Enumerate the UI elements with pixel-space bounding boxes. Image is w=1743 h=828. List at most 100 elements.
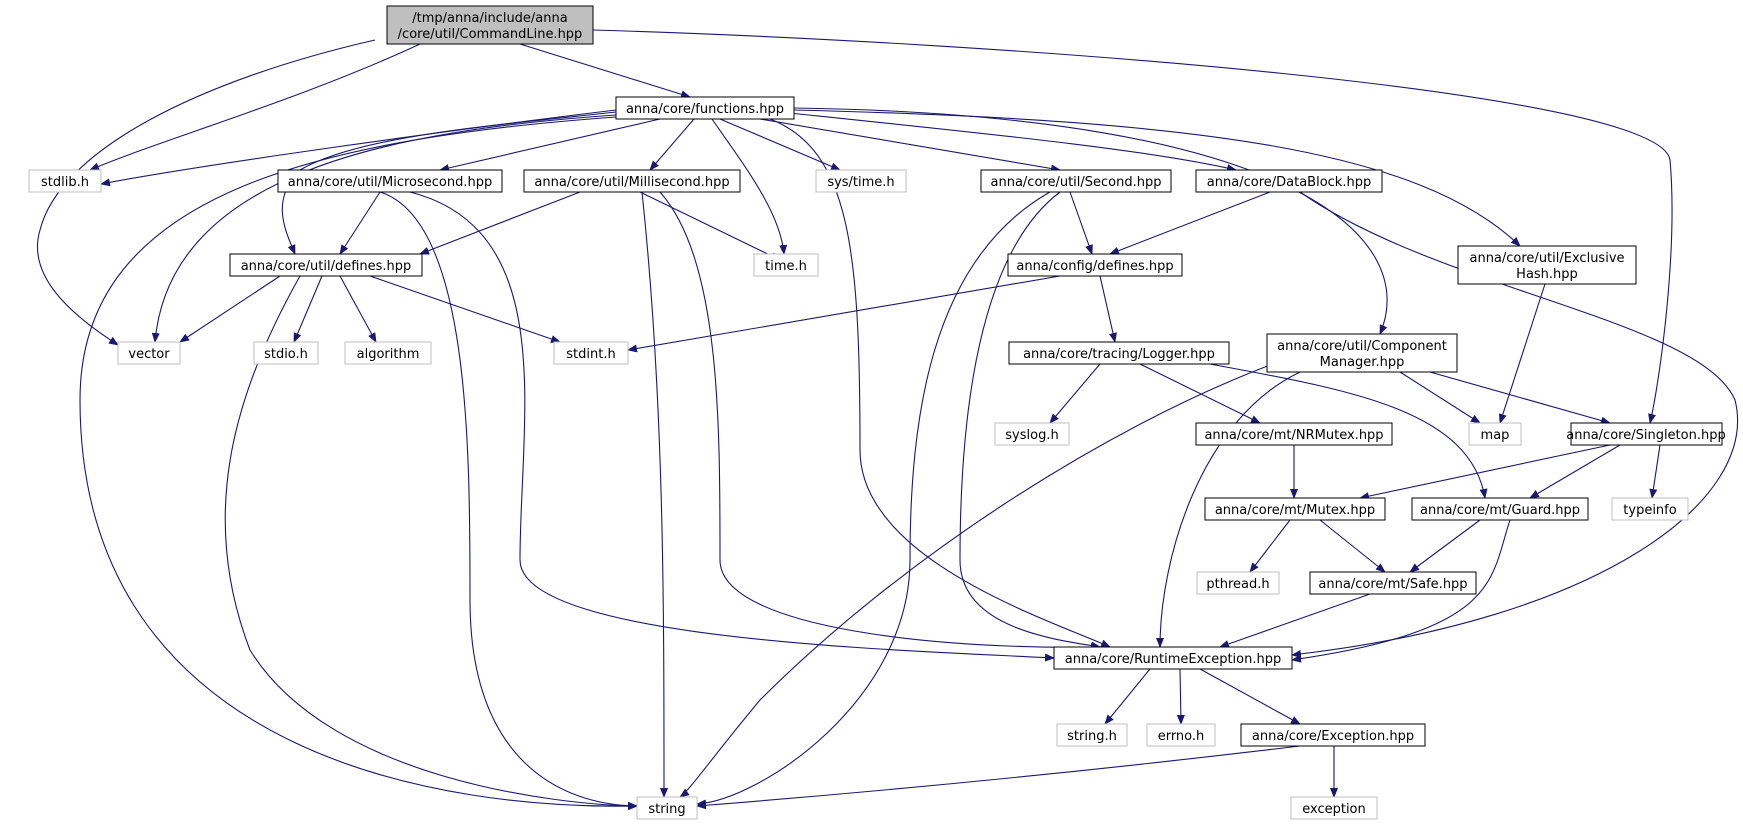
dependency-edge-17 [769, 118, 1111, 648]
svg-text:/core/util/CommandLine.hpp: /core/util/CommandLine.hpp [398, 27, 583, 42]
node-map[interactable]: map [1468, 422, 1522, 446]
dependency-edge-28 [1109, 191, 1271, 255]
dependency-edge-9 [439, 118, 661, 172]
node-stdint-h[interactable]: stdint.h [553, 341, 629, 365]
dependency-edge-47 [1529, 444, 1621, 499]
dependency-edge-30 [179, 275, 281, 343]
svg-text:anna/core/util/Microsecond.hpp: anna/core/util/Microsecond.hpp [288, 175, 493, 190]
dependency-edge-14 [779, 111, 1237, 172]
dependency-edge-13 [759, 118, 1061, 173]
svg-text:sys/time.h: sys/time.h [827, 175, 894, 190]
node-exception[interactable]: exception [1290, 796, 1378, 820]
dependency-edge-4 [592, 29, 1673, 424]
svg-text:algorithm: algorithm [357, 347, 420, 362]
dependency-edge-20 [379, 191, 638, 810]
dependency-edge-38 [1049, 363, 1101, 424]
dependency-edge-22 [639, 191, 781, 261]
node-nrmutex-hpp[interactable]: anna/core/mt/NRMutex.hpp [1195, 422, 1393, 446]
node-millisecond-hpp[interactable]: anna/core/util/Millisecond.hpp [523, 169, 741, 193]
dependency-edge-48 [1649, 444, 1661, 499]
nodes: /tmp/anna/include/anna /core/util/Comman… [28, 5, 1726, 820]
dependency-edge-3 [519, 43, 691, 99]
svg-text:typeinfo: typeinfo [1623, 503, 1676, 518]
node-microsecond-hpp[interactable]: anna/core/util/Microsecond.hpp [277, 169, 503, 193]
svg-text:anna/core/Singleton.hpp: anna/core/Singleton.hpp [1566, 428, 1725, 443]
svg-text:anna/config/defines.hpp: anna/config/defines.hpp [1016, 259, 1173, 274]
svg-text:string.h: string.h [1067, 729, 1117, 744]
node-functions-hpp[interactable]: anna/core/functions.hpp [615, 96, 795, 120]
svg-text:map: map [1481, 428, 1510, 443]
dependency-edge-19 [409, 191, 1055, 662]
node-exclusivehash-hpp[interactable]: anna/core/util/Exclusive Hash.hpp [1457, 245, 1637, 285]
svg-text:Hash.hpp: Hash.hpp [1516, 267, 1578, 282]
node-logger-hpp[interactable]: anna/core/tracing/Logger.hpp [1008, 341, 1230, 365]
svg-text:anna/core/RuntimeException.hpp: anna/core/RuntimeException.hpp [1065, 652, 1281, 667]
dependency-edge-33 [369, 275, 561, 343]
svg-text:stdlib.h: stdlib.h [41, 175, 89, 190]
node-algorithm[interactable]: algorithm [344, 341, 432, 365]
node-config-defines-hpp[interactable]: anna/config/defines.hpp [1007, 253, 1183, 277]
dependency-edge-34 [224, 275, 638, 810]
dependency-edge-10 [649, 118, 695, 171]
svg-text:anna/core/DataBlock.hpp: anna/core/DataBlock.hpp [1207, 175, 1371, 190]
node-guard-hpp[interactable]: anna/core/mt/Guard.hpp [1411, 497, 1589, 521]
node-exception-hpp[interactable]: anna/core/Exception.hpp [1240, 723, 1426, 747]
node-stdlib-h[interactable]: stdlib.h [28, 169, 102, 193]
svg-text:pthread.h: pthread.h [1206, 577, 1269, 592]
dependency-edge-39 [1139, 363, 1261, 424]
svg-text:Manager.hpp: Manager.hpp [1320, 355, 1405, 370]
dependency-edge-7 [151, 114, 617, 343]
node-mutex-hpp[interactable]: anna/core/mt/Mutex.hpp [1204, 497, 1386, 521]
svg-text:time.h: time.h [765, 259, 807, 274]
svg-text:exception: exception [1302, 802, 1366, 817]
node-componentmanager-hpp[interactable]: anna/core/util/Component Manager.hpp [1266, 333, 1458, 373]
node-string[interactable]: string [636, 796, 698, 820]
node-util-defines-hpp[interactable]: anna/core/util/defines.hpp [229, 253, 423, 277]
node-errno-h[interactable]: errno.h [1146, 723, 1216, 747]
node-datablock-hpp[interactable]: anna/core/DataBlock.hpp [1195, 169, 1383, 193]
node-syslog-h[interactable]: syslog.h [994, 422, 1070, 446]
svg-text:stdint.h: stdint.h [566, 347, 615, 362]
node-typeinfo[interactable]: typeinfo [1611, 497, 1689, 521]
node-stdio-h[interactable]: stdio.h [253, 341, 319, 365]
dependency-edge-16 [793, 107, 1388, 335]
dependency-edge-31 [293, 275, 323, 343]
svg-text:vector: vector [128, 347, 170, 362]
node-time-h[interactable]: time.h [753, 253, 819, 277]
dependency-edge-36 [1099, 275, 1117, 343]
node-singleton-hpp[interactable]: anna/core/Singleton.hpp [1566, 422, 1726, 446]
dependency-edge-2 [37, 39, 376, 346]
svg-text:anna/core/mt/Mutex.hpp: anna/core/mt/Mutex.hpp [1215, 503, 1375, 518]
svg-text:string: string [648, 802, 685, 817]
svg-text:anna/core/util/Component: anna/core/util/Component [1277, 339, 1447, 354]
dependency-edge-57 [696, 745, 1301, 810]
dependency-edge-35 [627, 275, 1061, 353]
node-second-hpp[interactable]: anna/core/util/Second.hpp [980, 169, 1172, 193]
dependency-edge-6 [281, 111, 617, 255]
dependency-edge-53 [1219, 593, 1371, 648]
node-vector[interactable]: vector [117, 341, 181, 365]
node-commandline-hpp[interactable]: /tmp/anna/include/anna /core/util/Comman… [386, 5, 594, 45]
dependency-edge-42 [1429, 371, 1611, 425]
node-runtimeexception-hpp[interactable]: anna/core/RuntimeException.hpp [1053, 646, 1293, 670]
svg-text:anna/core/util/Millisecond.hpp: anna/core/util/Millisecond.hpp [534, 175, 729, 190]
dependency-edge-5 [100, 109, 617, 187]
dependency-edge-21 [419, 191, 581, 255]
svg-text:anna/core/Exception.hpp: anna/core/Exception.hpp [1252, 729, 1414, 744]
svg-text:/tmp/anna/include/anna: /tmp/anna/include/anna [412, 11, 567, 26]
node-string-h[interactable]: string.h [1056, 723, 1128, 747]
dependency-edge-1 [89, 43, 421, 171]
dependency-edge-50 [1319, 519, 1386, 573]
node-safe-hpp[interactable]: anna/core/mt/Safe.hpp [1309, 571, 1477, 595]
dependency-edge-55 [1176, 668, 1185, 725]
dependency-edge-23 [641, 191, 668, 798]
svg-text:stdio.h: stdio.h [264, 347, 308, 362]
dependency-edge-8 [79, 116, 638, 811]
dependency-edge-32 [339, 275, 377, 343]
dependency-edge-24 [659, 191, 1101, 652]
svg-text:anna/core/mt/Safe.hpp: anna/core/mt/Safe.hpp [1318, 577, 1467, 592]
dependency-edge-56 [1199, 668, 1301, 725]
dependency-edge-40 [1209, 363, 1488, 499]
node-pthread-h[interactable]: pthread.h [1196, 571, 1280, 595]
node-sys-time-h[interactable]: sys/time.h [815, 169, 907, 193]
